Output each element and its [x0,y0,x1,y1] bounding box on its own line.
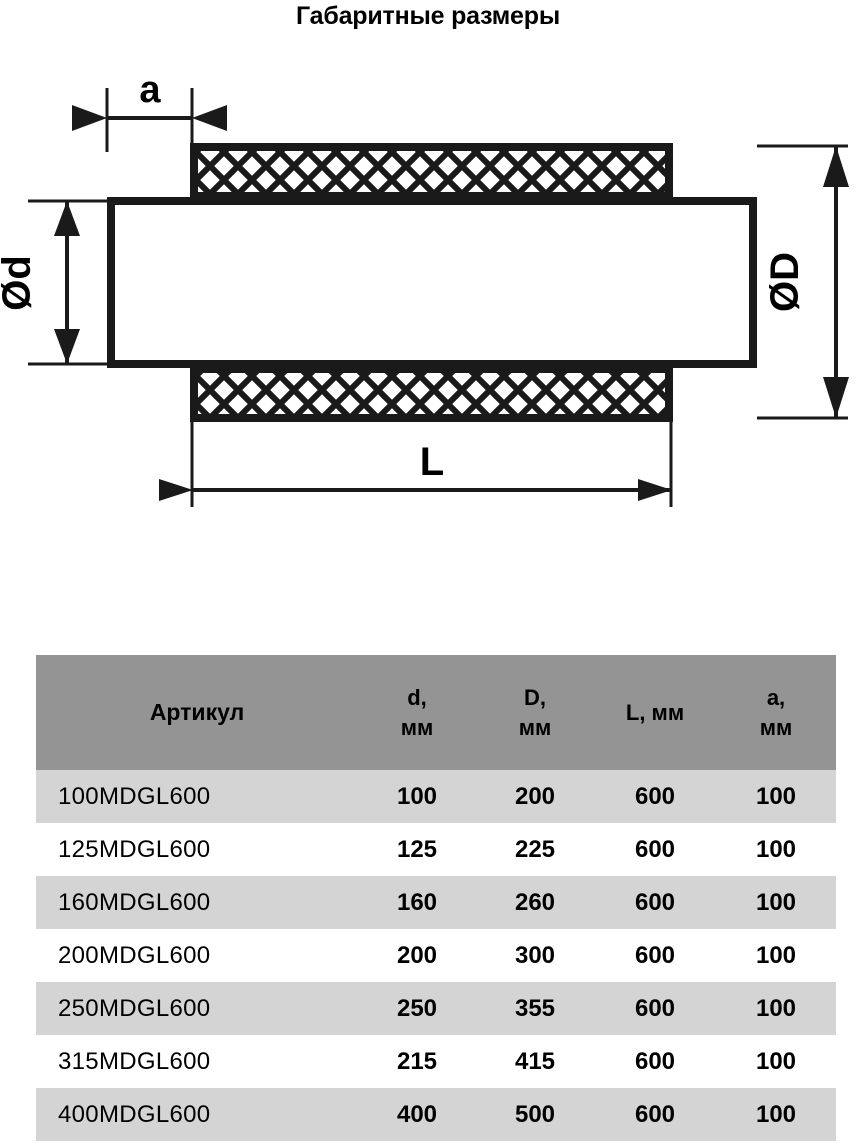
column-header-article: Артикул [36,655,358,770]
silencer-body-bottom-insulation [190,365,673,422]
table-header: Артикул d, мм D, мм L, мм a, мм [36,655,836,770]
cell-d: 200 [396,941,438,969]
page-title: Габаритные размеры [296,2,560,30]
cell-big-d: 415 [514,1047,556,1075]
cell-big-d: 300 [514,941,556,969]
cell-l: 600 [634,782,676,810]
table-row: 160MDGL600 160 260 600 100 [36,876,836,929]
cell-big-d: 500 [514,1100,556,1128]
cell-a: 100 [755,888,797,916]
cell-a: 100 [755,1047,797,1075]
cell-l: 600 [634,941,676,969]
dimension-D [757,144,849,420]
column-header-d-line2: мм [400,714,434,740]
silencer-body-top-insulation [190,143,673,200]
cell-a: 100 [755,941,797,969]
table-row: 400MDGL600 400 500 600 100 [36,1088,836,1141]
cell-l: 600 [634,1047,676,1075]
cell-article: 400MDGL600 [58,1100,211,1128]
column-header-a: a, мм [716,655,836,770]
cell-big-d: 355 [514,994,556,1022]
specifications-table: Артикул d, мм D, мм L, мм a, мм 100MDGL6… [36,655,836,1141]
dimension-drawing: a Ød ØD [0,40,856,540]
cell-d: 100 [396,782,438,810]
cell-d: 125 [396,835,438,863]
cell-article: 200MDGL600 [58,941,211,969]
dimension-label-D: ØD [763,252,807,312]
cell-a: 100 [755,835,797,863]
dimension-label-a: a [139,69,161,111]
cell-article: 250MDGL600 [58,994,211,1022]
cell-big-d: 200 [514,782,556,810]
column-header-big-d-line2: мм [518,714,552,740]
column-header-l: L, мм [594,655,716,770]
cell-a: 100 [755,1100,797,1128]
column-header-a-line1: a, [766,684,786,710]
cell-l: 600 [634,835,676,863]
cell-d: 160 [396,888,438,916]
dimension-d [28,199,115,366]
column-header-d-line1: d, [407,684,427,710]
dimension-label-d: Ød [0,255,39,311]
cell-d: 215 [396,1047,438,1075]
cell-l: 600 [634,888,676,916]
cell-article: 100MDGL600 [58,782,211,810]
cell-l: 600 [634,994,676,1022]
column-header-big-d-line1: D, [524,684,546,710]
inner-duct-outline [107,197,757,368]
table-body: 100MDGL600 100 200 600 100 125MDGL600 125 225 60… [36,770,836,1141]
cell-d: 400 [396,1100,438,1128]
dimension-label-L: L [420,440,444,484]
table-header-row: Артикул d, мм D, мм L, мм a, мм [36,655,836,770]
column-header-d: d, мм [358,655,476,770]
cell-a: 100 [755,782,797,810]
cell-d: 250 [396,994,438,1022]
column-header-big-d: D, мм [476,655,594,770]
table-row: 200MDGL600 200 300 600 100 [36,929,836,982]
table-row: 250MDGL600 250 355 600 100 [36,982,836,1035]
cell-a: 100 [755,994,797,1022]
table-row: 125MDGL600 125 225 600 100 [36,823,836,876]
cell-article: 315MDGL600 [58,1047,211,1075]
cell-big-d: 260 [514,888,556,916]
dimension-a [72,88,227,152]
cell-big-d: 225 [514,835,556,863]
table-row: 100MDGL600 100 200 600 100 [36,770,836,823]
cell-l: 600 [634,1100,676,1128]
column-header-a-line2: мм [759,714,793,740]
cell-article: 125MDGL600 [58,835,211,863]
dimension-L [159,422,673,507]
cell-article: 160MDGL600 [58,888,211,916]
table-row: 315MDGL600 215 415 600 100 [36,1035,836,1088]
